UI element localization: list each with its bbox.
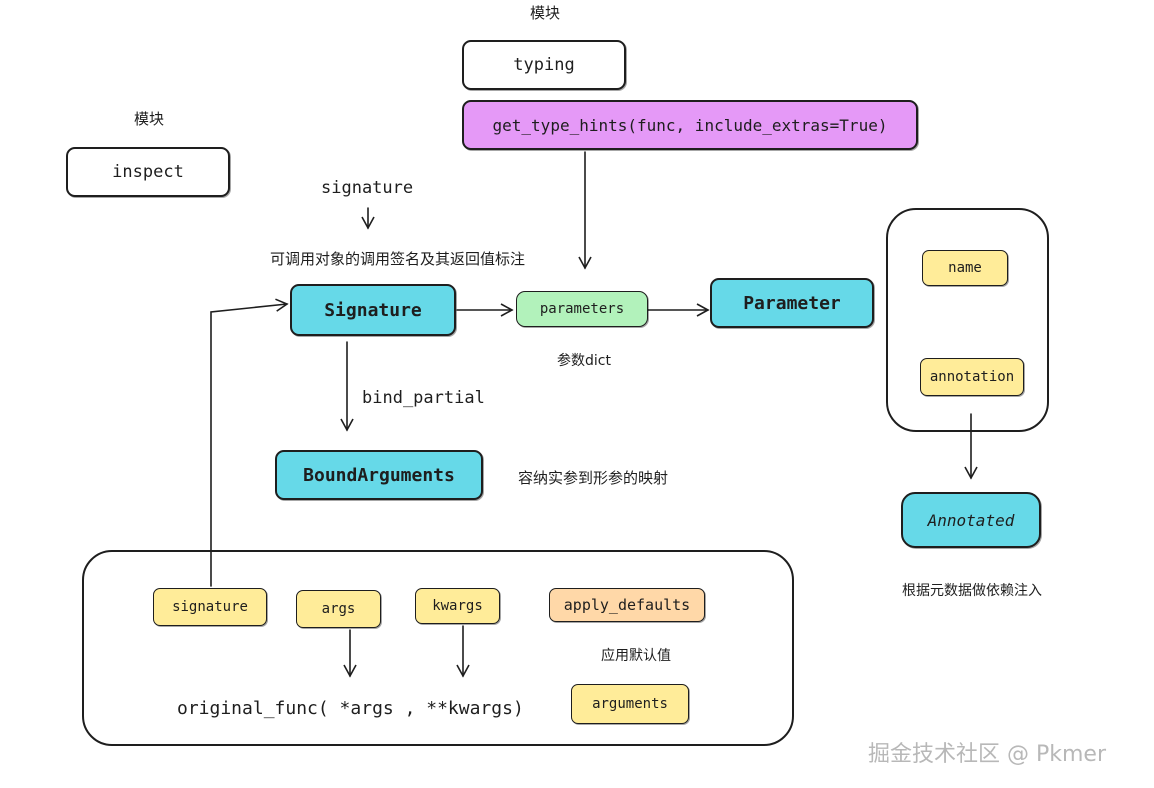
signature-class-box[interactable]: Signature (290, 284, 456, 336)
parameters-box[interactable]: parameters (516, 291, 648, 327)
get-type-hints-label: get_type_hints(func, include_extras=True… (492, 115, 888, 135)
annotated-box[interactable]: Annotated (901, 492, 1041, 548)
param-name-box[interactable]: name (922, 250, 1008, 286)
parameters-label: parameters (539, 301, 625, 317)
param-annotation-box[interactable]: annotation (920, 358, 1024, 396)
arguments-box[interactable]: arguments (571, 684, 689, 724)
bound-arguments-members-container (82, 550, 794, 746)
inspect-module-name: inspect (112, 162, 184, 182)
bind-partial-label: bind_partial (362, 388, 485, 408)
bound-signature-label: signature (172, 599, 248, 615)
signature-func-label: signature (321, 178, 414, 198)
arguments-label: arguments (592, 696, 668, 712)
bound-kwargs-label: kwargs (432, 598, 483, 614)
bound-arguments-box[interactable]: BoundArguments (275, 450, 483, 500)
annotated-desc: 根据元数据做依赖注入 (902, 583, 1042, 599)
original-func-call: original_func( *args , **kwargs) (177, 698, 524, 719)
parameter-attributes-container (886, 208, 1049, 432)
param-annotation-label: annotation (929, 369, 1015, 385)
annotated-label: Annotated (927, 510, 1015, 530)
watermark: 掘金技术社区 @ Pkmer (868, 742, 1107, 767)
inspect-module-box[interactable]: inspect (66, 147, 230, 197)
parameter-class-box[interactable]: Parameter (710, 278, 874, 328)
signature-desc: 可调用对象的调用签名及其返回值标注 (270, 250, 526, 268)
module-label-typing: 模块 (530, 4, 561, 22)
parameter-class-label: Parameter (743, 292, 841, 314)
bound-kwargs-box[interactable]: kwargs (415, 588, 500, 624)
typing-module-name: typing (513, 55, 575, 75)
bound-arguments-label: BoundArguments (303, 464, 455, 486)
typing-module-box[interactable]: typing (462, 40, 626, 90)
apply-defaults-box[interactable]: apply_defaults (549, 588, 705, 622)
apply-defaults-desc: 应用默认值 (601, 648, 671, 664)
get-type-hints-box[interactable]: get_type_hints(func, include_extras=True… (462, 100, 918, 150)
bound-signature-box[interactable]: signature (153, 588, 267, 626)
bound-args-box[interactable]: args (296, 590, 381, 628)
module-label-inspect: 模块 (134, 110, 165, 128)
arrow-bound-signature-to-signature (210, 298, 289, 587)
parameters-desc: 参数dict (557, 353, 611, 369)
param-name-label: name (948, 260, 982, 276)
apply-defaults-label: apply_defaults (563, 596, 691, 614)
signature-class-label: Signature (324, 299, 422, 321)
bound-arguments-desc: 容纳实参到形参的映射 (518, 469, 669, 487)
bound-args-label: args (321, 601, 356, 617)
